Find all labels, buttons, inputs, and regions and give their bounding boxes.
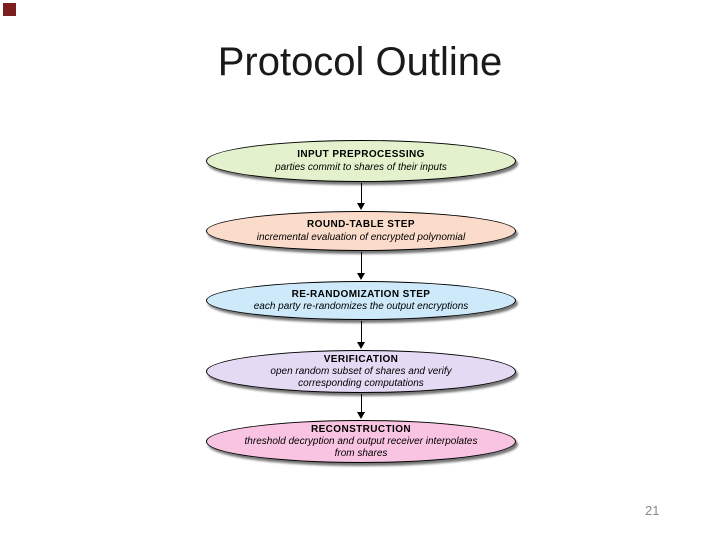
- arrow-shaft: [361, 252, 362, 274]
- down-arrow: [357, 394, 366, 419]
- page-title: Protocol Outline: [217, 40, 503, 84]
- flowchart-step-round-table: ROUND-TABLE STEP incremental evaluation …: [206, 211, 516, 251]
- step-subtitle: threshold decryption and output receiver…: [244, 436, 478, 459]
- step-title: VERIFICATION: [323, 353, 399, 365]
- step-title: ROUND-TABLE STEP: [307, 219, 415, 230]
- step-subtitle: incremental evaluation of encrypted poly…: [256, 231, 466, 243]
- step-subtitle: parties commit to shares of their inputs: [275, 161, 447, 173]
- arrow-shaft: [361, 183, 362, 204]
- down-arrow: [357, 183, 366, 210]
- arrowhead-icon: [357, 342, 365, 349]
- down-arrow: [357, 321, 366, 349]
- step-subtitle: each party re-randomizes the output encr…: [253, 301, 469, 312]
- arrow-shaft: [361, 321, 362, 343]
- arrowhead-icon: [357, 273, 365, 280]
- arrowhead-icon: [357, 412, 365, 419]
- down-arrow: [357, 252, 366, 280]
- flowchart-step-reconstruction: RECONSTRUCTION threshold decryption and …: [206, 420, 516, 463]
- arrow-shaft: [361, 394, 362, 413]
- flowchart-step-re-randomization: RE-RANDOMIZATION STEP each party re-rand…: [206, 281, 516, 320]
- arrowhead-icon: [357, 203, 365, 210]
- flowchart-step-verification: VERIFICATION open random subset of share…: [206, 350, 516, 393]
- page-number: 21: [645, 503, 660, 518]
- flowchart-step-input-preprocessing: INPUT PREPROCESSING parties commit to sh…: [206, 140, 516, 182]
- step-subtitle: open random subset of shares and verify …: [270, 366, 452, 389]
- step-title: RECONSTRUCTION: [310, 423, 412, 435]
- step-title: INPUT PREPROCESSING: [297, 149, 425, 160]
- step-title: RE-RANDOMIZATION STEP: [291, 288, 431, 300]
- slide-marker: [3, 3, 16, 16]
